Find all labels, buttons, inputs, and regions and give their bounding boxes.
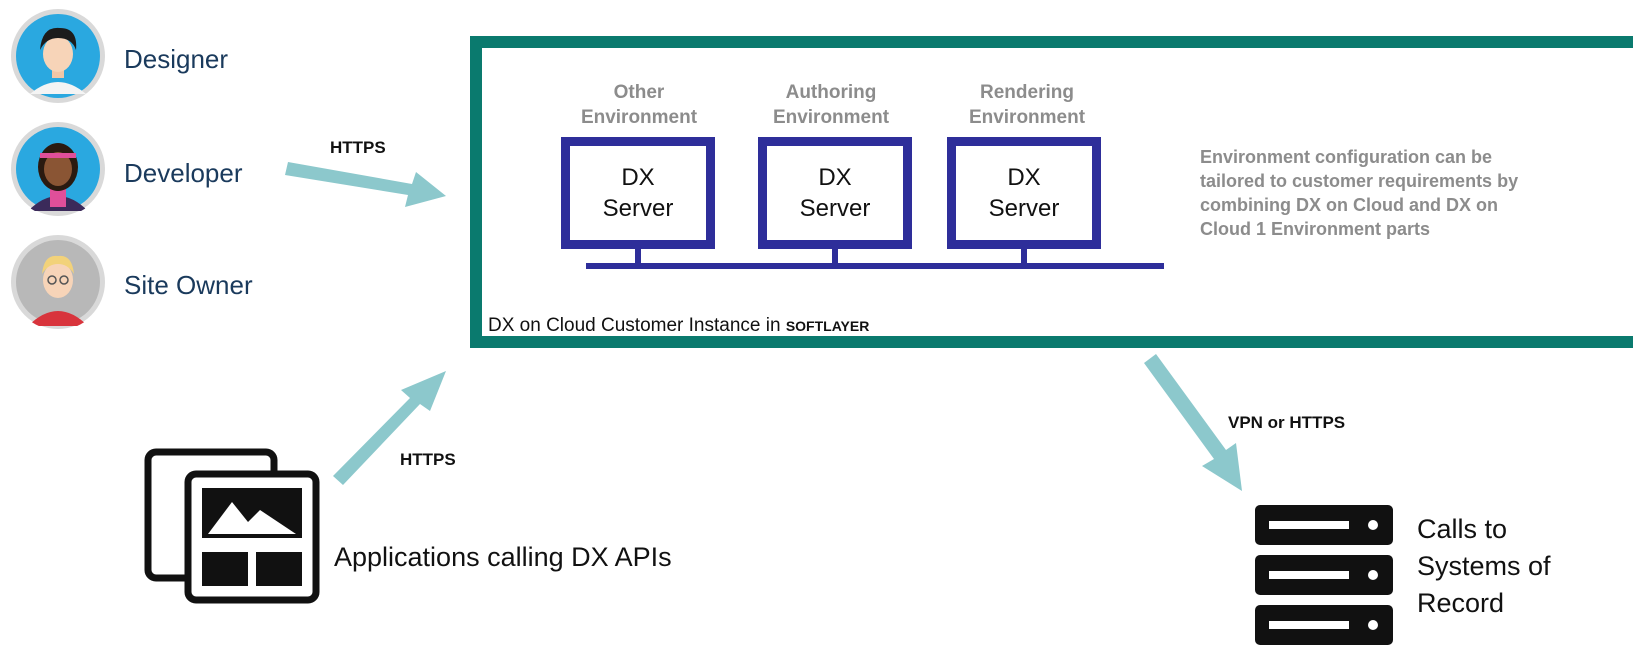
systems-of-record-label: Calls to Systems of Record bbox=[1417, 511, 1551, 622]
dx-server-authoring: DX Server bbox=[758, 137, 912, 249]
server-stand bbox=[635, 249, 641, 267]
arrow-instance-to-systems bbox=[1144, 354, 1242, 491]
arrow-personas-to-instance bbox=[285, 162, 446, 207]
vpn-https-label: VPN or HTTPS bbox=[1228, 413, 1346, 432]
persona-label-designer: Designer bbox=[124, 44, 229, 74]
env-label-other: Other Environment bbox=[554, 80, 724, 130]
server-label-line2: Server bbox=[988, 195, 1060, 222]
env-label-line1: Authoring bbox=[785, 82, 877, 103]
persona-label-site-owner: Site Owner bbox=[124, 270, 253, 300]
env-label-line2: Environment bbox=[968, 107, 1086, 128]
https-label-apps: HTTPS bbox=[400, 450, 456, 469]
persona-label-developer: Developer bbox=[124, 158, 243, 188]
server-stand bbox=[1021, 249, 1027, 267]
sor-label-line3: Record bbox=[1417, 588, 1505, 618]
server-label-line1: DX bbox=[1007, 164, 1041, 191]
app-windows-icon bbox=[144, 448, 320, 604]
server-label-line2: Server bbox=[799, 195, 871, 222]
https-label-personas: HTTPS bbox=[330, 138, 386, 157]
dx-server-other: DX Server bbox=[561, 137, 715, 249]
apps-label: Applications calling DX APIs bbox=[334, 542, 672, 572]
provider-name: SOFTLAYER bbox=[785, 318, 870, 334]
env-label-authoring: Authoring Environment bbox=[746, 80, 916, 130]
instance-label-text: DX on Cloud Customer Instance in bbox=[488, 315, 786, 336]
sor-label-line1: Calls to bbox=[1417, 514, 1508, 544]
cloud-instance-box bbox=[470, 36, 1633, 348]
server-rack-icon bbox=[1255, 505, 1393, 645]
designer-avatar-icon bbox=[10, 8, 106, 104]
server-label-line1: DX bbox=[621, 164, 655, 191]
server-stand bbox=[832, 249, 838, 267]
server-label-line1: DX bbox=[818, 164, 852, 191]
env-label-rendering: Rendering Environment bbox=[942, 80, 1112, 130]
server-label-line2: Server bbox=[602, 195, 674, 222]
env-label-line2: Environment bbox=[580, 107, 698, 128]
developer-avatar-icon bbox=[10, 121, 106, 217]
env-label-line2: Environment bbox=[772, 107, 890, 128]
sor-label-line2: Systems of bbox=[1417, 551, 1551, 581]
env-label-line1: Other bbox=[613, 82, 665, 103]
env-label-line1: Rendering bbox=[980, 82, 1074, 103]
network-bus-line bbox=[586, 263, 1164, 269]
environment-config-note: Environment configuration can be tailore… bbox=[1200, 147, 1519, 239]
site-owner-avatar-icon bbox=[10, 234, 106, 330]
dx-server-rendering: DX Server bbox=[947, 137, 1101, 249]
instance-label: DX on Cloud Customer Instance in SOFTLAY… bbox=[488, 315, 869, 337]
arrow-apps-to-instance bbox=[333, 371, 446, 485]
